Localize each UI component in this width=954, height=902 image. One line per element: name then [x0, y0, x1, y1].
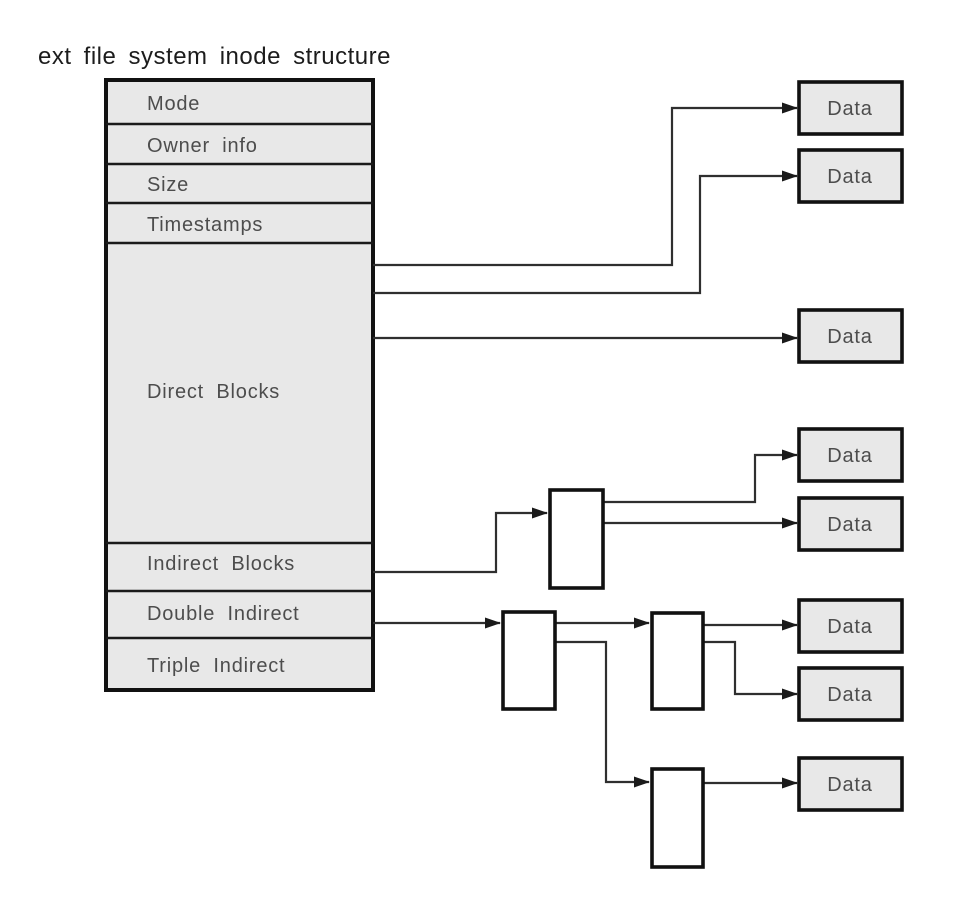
data-box-rect — [797, 308, 904, 364]
arrow-indirect-to-block — [373, 507, 548, 574]
double-indirect-block-l2a — [650, 611, 705, 711]
row-label-size: Size — [147, 174, 189, 196]
data-box-1: Data — [797, 80, 904, 136]
data-box-rect — [797, 427, 904, 483]
double-indirect-block-l2b — [650, 767, 705, 869]
diagram-title: ext file system inode structure — [38, 43, 391, 70]
row-label-direct-blocks: Direct Blocks — [147, 381, 280, 403]
data-box-4: Data — [797, 427, 904, 483]
data-box-label: Data — [827, 445, 873, 467]
data-box-2: Data — [797, 148, 904, 204]
data-box-rect — [797, 80, 904, 136]
data-box-3: Data — [797, 308, 904, 364]
data-box-label: Data — [827, 326, 873, 348]
data-box-6: Data — [797, 598, 904, 654]
single-indirect-block — [548, 488, 605, 590]
data-box-rect — [797, 496, 904, 552]
arrow-direct-to-data-2 — [373, 170, 798, 295]
row-label-triple-indirect: Triple Indirect — [147, 655, 285, 677]
arrow-l1-to-l2b — [555, 640, 650, 788]
row-label-timestamps: Timestamps — [147, 214, 263, 236]
data-box-rect — [797, 598, 904, 654]
data-box-label: Data — [827, 774, 873, 796]
data-box-label: Data — [827, 166, 873, 188]
data-box-rect — [797, 756, 904, 812]
data-box-7: Data — [797, 666, 904, 722]
inode-table-box — [104, 78, 375, 692]
intermediate-blocks — [501, 488, 705, 869]
arrow-direct-to-data-1 — [373, 102, 798, 267]
data-box-8: Data — [797, 756, 904, 812]
row-label-double-indirect: Double Indirect — [147, 603, 300, 625]
data-box-rect — [797, 666, 904, 722]
data-box-5: Data — [797, 496, 904, 552]
inode-table: Mode Owner info Size Timestamps Direct B… — [104, 78, 375, 692]
data-boxes: Data Data Data Data Data Data — [797, 80, 904, 812]
data-box-label: Data — [827, 98, 873, 120]
row-label-owner-info: Owner info — [147, 135, 258, 157]
arrow-block-to-data-4 — [603, 449, 798, 504]
data-box-label: Data — [827, 514, 873, 536]
data-box-rect — [797, 148, 904, 204]
double-indirect-block-l1 — [501, 610, 557, 711]
arrow-l2a-to-data-7 — [703, 640, 798, 700]
data-box-label: Data — [827, 684, 873, 706]
row-label-mode: Mode — [147, 93, 200, 115]
data-box-label: Data — [827, 616, 873, 638]
row-label-indirect-blocks: Indirect Blocks — [147, 553, 295, 575]
connectors — [373, 102, 798, 789]
